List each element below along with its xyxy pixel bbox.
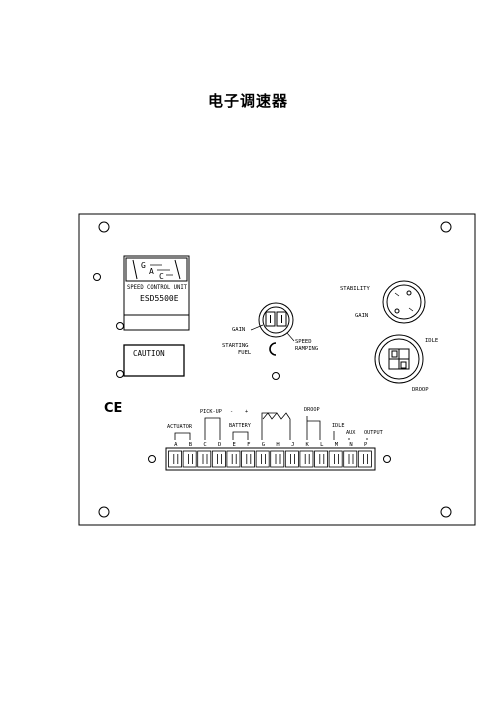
caution-box (123, 344, 185, 377)
terminal-label-k: K (306, 442, 310, 448)
terminal-cells (168, 450, 372, 468)
svg-text:A: A (149, 267, 154, 276)
terminal-label-c: C (203, 442, 206, 448)
panel-outline (78, 213, 476, 526)
starting-label: STARTING (222, 343, 249, 349)
terminal-b (182, 450, 197, 468)
model-number: ESD5500E (140, 294, 179, 303)
fuel-label: FUEL (238, 350, 252, 356)
label-plate (123, 255, 190, 331)
terminal-label-d: D (218, 442, 221, 448)
logo: G A C (141, 261, 173, 281)
terminal-g (255, 450, 270, 468)
idle-droop-pot (374, 334, 424, 384)
terminal-label-j: J (291, 442, 294, 448)
idle-term-label: IDLE (332, 423, 345, 429)
terminal-label-g: G (262, 442, 265, 448)
minus-label: - (230, 409, 233, 415)
speed-resistor (262, 412, 291, 440)
terminal-label-h: H (276, 442, 279, 448)
starting-fuel-pot (269, 342, 277, 356)
actuator-label: ACTUATOR (167, 424, 193, 430)
mounting-hole-bl (98, 506, 110, 518)
terminal-l (314, 450, 329, 468)
terminal-label-m: M (335, 442, 339, 448)
terminal-j (284, 450, 299, 468)
svg-text:G: G (141, 261, 146, 270)
terminal-label-f: F (247, 442, 250, 448)
speed-label: SPEED (295, 339, 312, 345)
terminal-label-l: L (320, 442, 324, 448)
terminal-e (226, 450, 241, 468)
idle-label: IDLE (425, 338, 438, 344)
terminal-label-a: A (174, 442, 178, 448)
stability-gain-pot (382, 280, 426, 324)
ramping-label: RAMPING (295, 346, 318, 352)
pickup-label: PICK-UP (200, 409, 222, 415)
terminal-d (211, 450, 226, 468)
battery-label: BATTERY (229, 423, 252, 429)
screw-hole (116, 322, 124, 330)
ce-mark: CE (104, 401, 122, 416)
caution-label: CAUTION (133, 349, 165, 358)
droop-term-label: DROOP (304, 407, 320, 413)
gain-speed-pot (258, 302, 294, 338)
mounting-hole-tr (440, 221, 452, 233)
mounting-hole-br (440, 506, 452, 518)
strip-screw-left (148, 455, 156, 463)
terminal-k (299, 450, 314, 468)
output-label: OUTPUT (364, 430, 383, 436)
terminal-n (343, 450, 358, 468)
terminal-f (241, 450, 256, 468)
terminal-m (328, 450, 343, 468)
gain-left-label: GAIN (232, 327, 245, 333)
terminal-p (357, 450, 372, 468)
mounting-hole-tl (98, 221, 110, 233)
gain-right-label: GAIN (355, 313, 368, 319)
terminal-label-b: B (189, 442, 193, 448)
unit-header: SPEED CONTROL UNIT (127, 285, 187, 291)
terminal-strip (165, 447, 376, 471)
page-title: 电子调速器 (207, 92, 288, 110)
strip-screw-right (383, 455, 391, 463)
droop-label: DROOP (412, 387, 429, 393)
terminal-c (197, 450, 212, 468)
svg-text:C: C (159, 272, 164, 281)
terminal-label-e: E (233, 442, 236, 448)
screw-hole (272, 372, 280, 380)
terminal-a (168, 450, 183, 468)
screw-hole (116, 370, 124, 378)
aux-label: AUX (346, 430, 356, 436)
stability-label: STABILITY (340, 286, 370, 292)
screw-hole (93, 273, 101, 281)
plus-label: + (245, 409, 248, 415)
terminal-label-n: N (349, 442, 352, 448)
terminal-h (270, 450, 285, 468)
terminal-label-p: P (364, 442, 368, 448)
